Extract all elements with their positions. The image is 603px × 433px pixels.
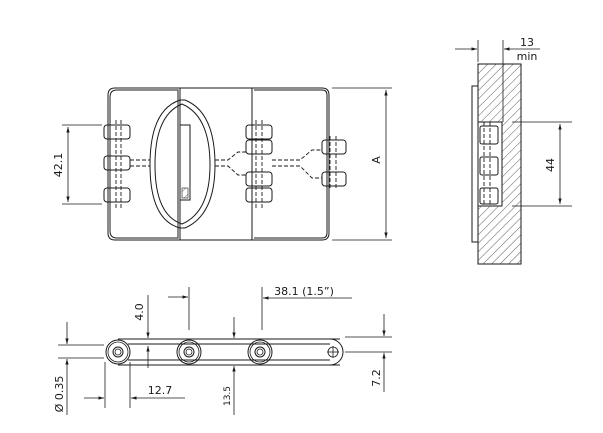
dim-label-top-offset: 4.0 — [133, 303, 146, 321]
dim-label-thickness: 7.2 — [370, 369, 383, 387]
front-view: Ø 0.35 12.7 4.0 13.5 38.1 (1.5”) 7.2 — [53, 285, 392, 415]
center-pin — [179, 124, 191, 201]
end-knuckle — [327, 338, 344, 366]
middle-knuckles — [215, 120, 322, 208]
pin-1 — [105, 339, 131, 365]
dim-label-guide-height: 44 — [544, 158, 557, 172]
pin-2 — [176, 339, 202, 365]
dim-label-link-height: 13.5 — [223, 386, 233, 406]
left-knuckles — [103, 120, 150, 208]
dim-label-clearance: 13 — [520, 36, 534, 49]
plate-left — [107, 87, 181, 241]
side-section-view: 13 min 44 — [455, 36, 572, 265]
chain-plate-edge — [471, 85, 478, 243]
dim-label-clearance-note: min — [517, 50, 538, 63]
right-knuckles — [321, 136, 347, 190]
dim-label-pin-spacing: 42.1 — [52, 153, 65, 178]
dim-label-pin-diameter: Ø 0.35 — [53, 376, 66, 413]
plate-middle — [180, 87, 253, 241]
dim-label-pitch: 38.1 (1.5”) — [274, 285, 334, 298]
top-view: 42.1 A — [52, 87, 392, 241]
dim-label-barrel-length: 12.7 — [148, 384, 173, 397]
cutaway-section — [149, 99, 216, 229]
plate-right — [252, 87, 330, 241]
dim-label-width: A — [370, 156, 383, 164]
pin-3 — [247, 339, 273, 365]
